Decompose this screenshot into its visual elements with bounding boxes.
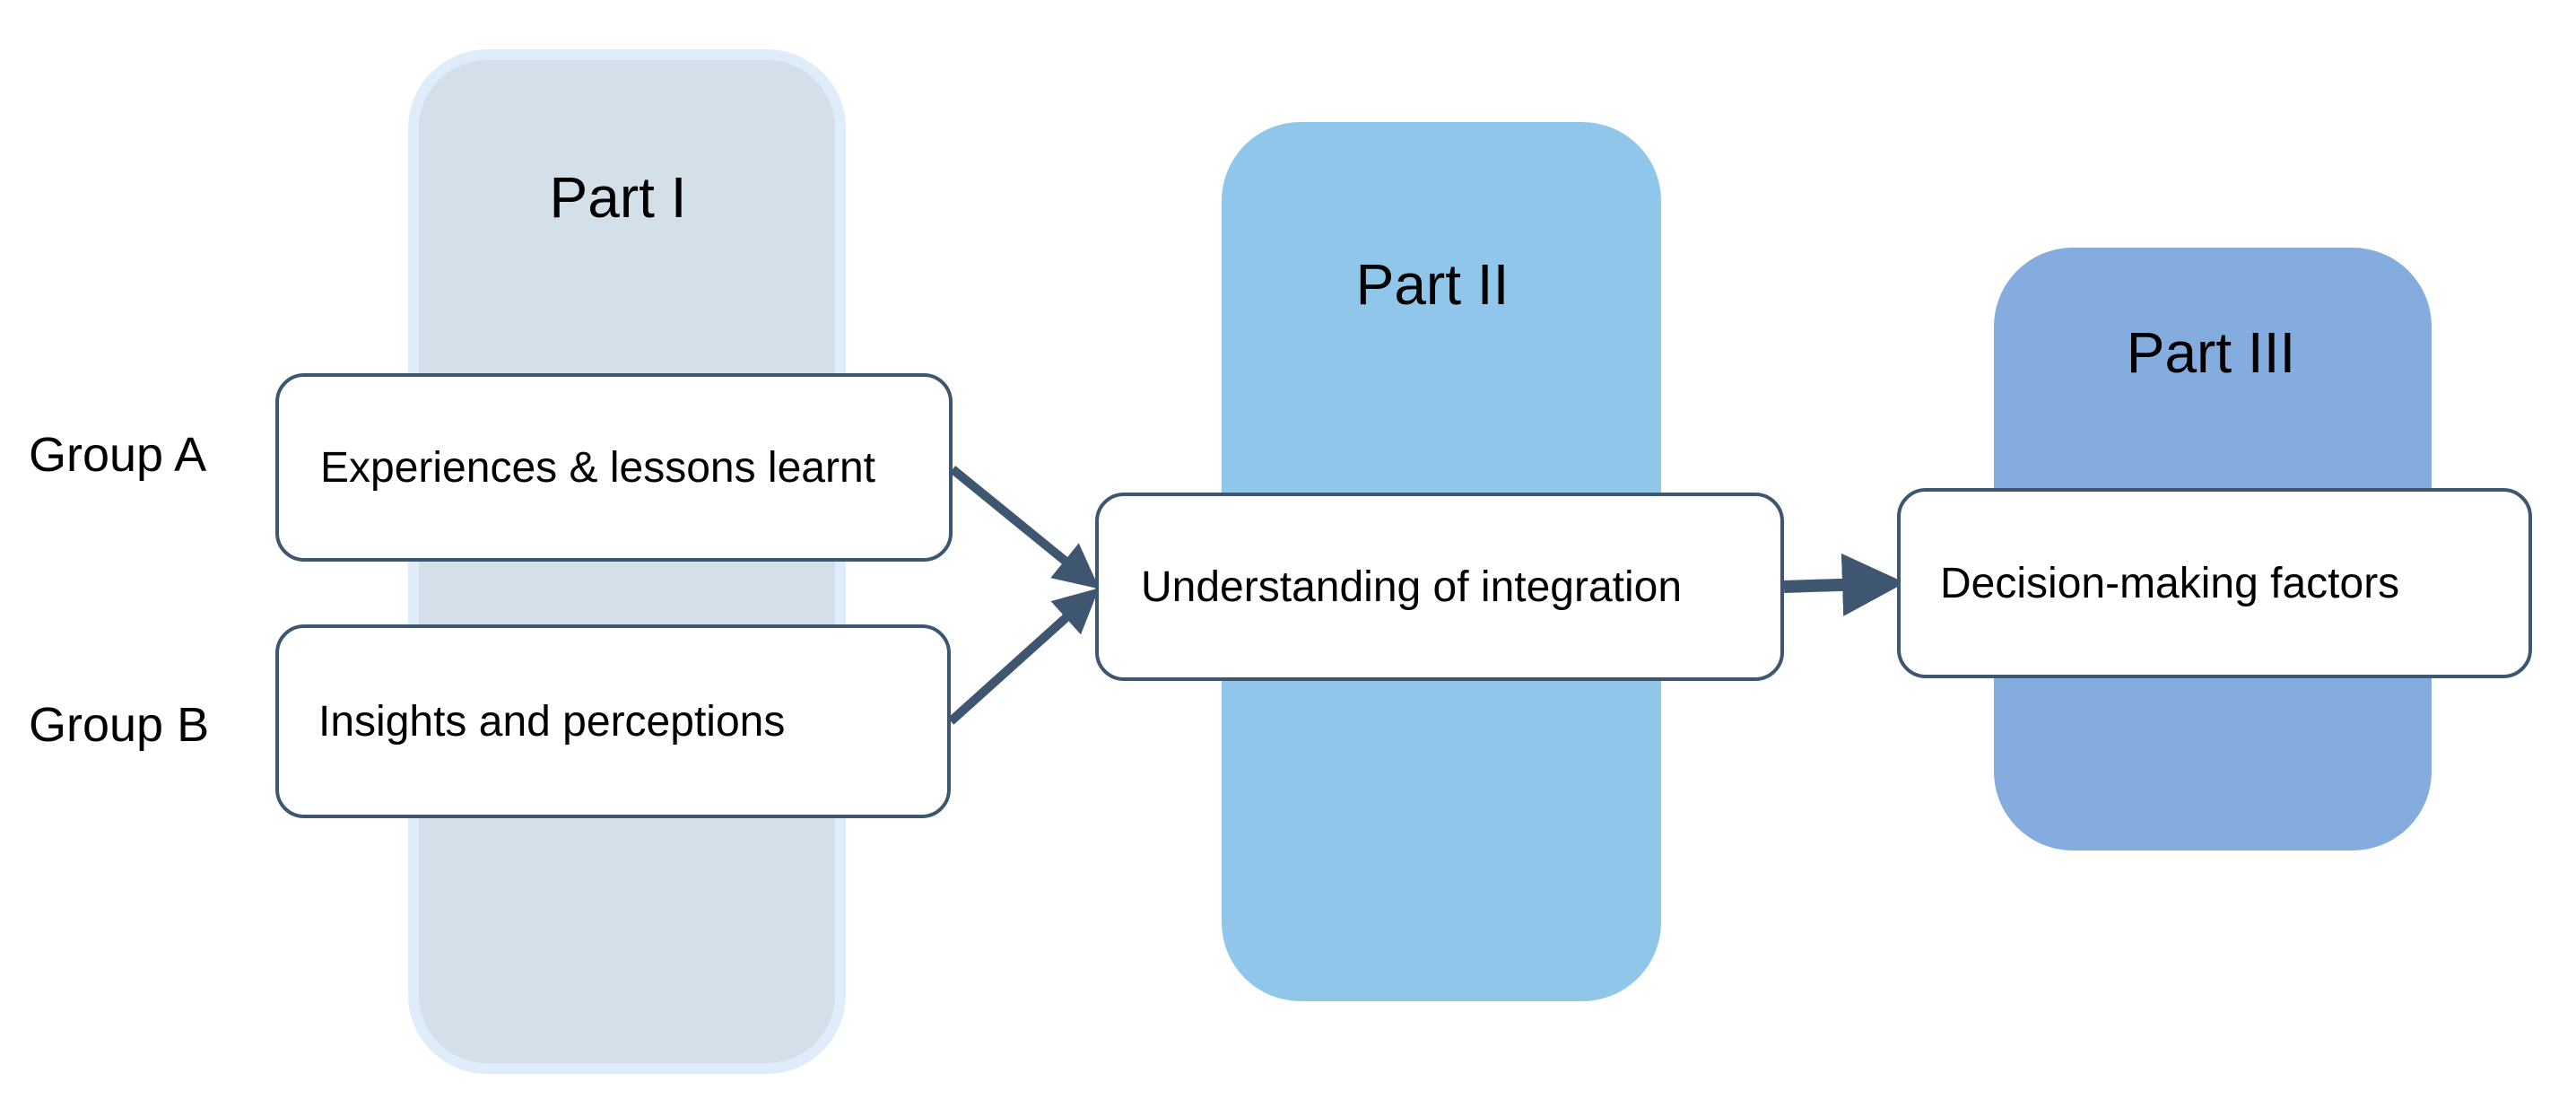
arrow-understanding-to-decision bbox=[1783, 553, 1905, 616]
group-b-label: Group B bbox=[29, 698, 210, 752]
insights-label: Insights and perceptions bbox=[318, 697, 786, 746]
insights-box: Insights and perceptions bbox=[275, 624, 951, 818]
understanding-box: Understanding of integration bbox=[1095, 493, 1784, 681]
part-3-title: Part III bbox=[2126, 320, 2296, 385]
part-1-panel bbox=[408, 49, 846, 1074]
part-2-title: Part II bbox=[1355, 252, 1510, 317]
arrow-experiences-to-understanding bbox=[949, 466, 1100, 589]
arrow-insights-to-understanding bbox=[947, 588, 1100, 725]
understanding-label: Understanding of integration bbox=[1141, 563, 1683, 611]
decision-label: Decision-making factors bbox=[1940, 559, 2400, 607]
decision-box: Decision-making factors bbox=[1897, 488, 2532, 678]
group-a-label: Group A bbox=[29, 428, 207, 482]
experiences-box: Experiences & lessons learnt bbox=[275, 373, 953, 562]
part-1-title: Part I bbox=[549, 165, 687, 230]
experiences-label: Experiences & lessons learnt bbox=[320, 443, 875, 492]
